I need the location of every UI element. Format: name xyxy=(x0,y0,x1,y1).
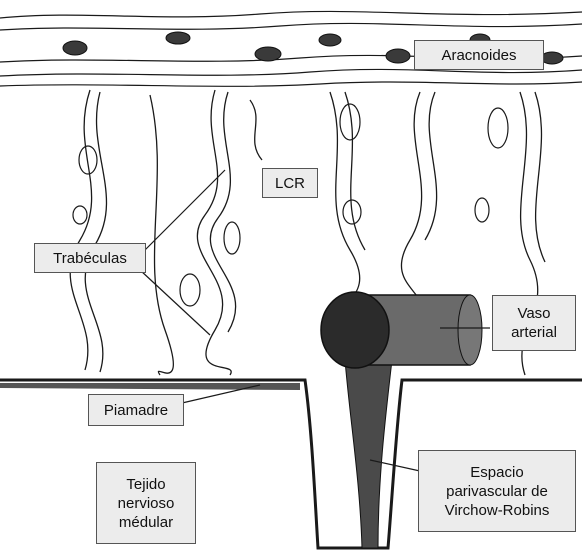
label-piamadre: Piamadre xyxy=(88,394,184,426)
label-tejido: Tejido nervioso médular xyxy=(96,462,196,544)
label-trabeculas: Trabéculas xyxy=(34,243,146,273)
label-aracnoides: Aracnoides xyxy=(414,40,544,70)
label-vaso-arterial: Vaso arterial xyxy=(492,295,576,351)
label-lcr: LCR xyxy=(262,168,318,198)
trabecular-cells xyxy=(73,104,508,306)
penetrating-vessel xyxy=(345,360,392,548)
label-espacio: Espacio parivascular de Virchow-Robins xyxy=(418,450,576,532)
arterial-vessel xyxy=(321,292,482,368)
